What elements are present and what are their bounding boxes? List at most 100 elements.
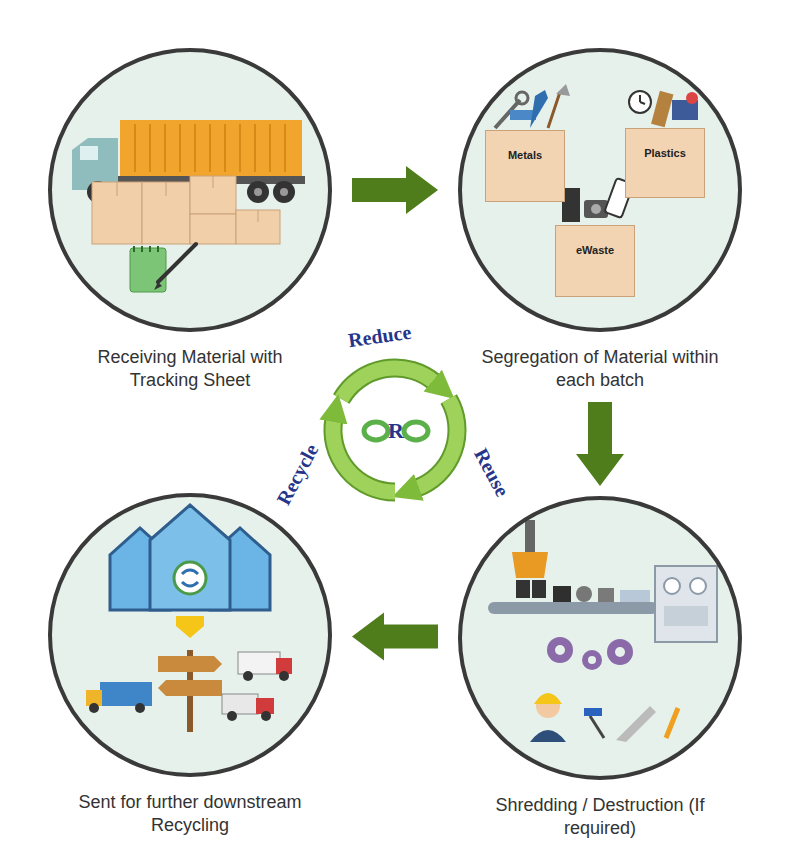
illustration-part (404, 422, 428, 440)
illustration-part (280, 188, 288, 196)
illustration-part (525, 520, 535, 554)
flow-arrow (352, 613, 438, 661)
caption-text: Receiving Material with Tracking Sheet (70, 346, 310, 392)
illustration-part (690, 578, 706, 594)
illustration-part (273, 181, 295, 203)
facility-scene (86, 505, 292, 732)
illustration-part (164, 124, 166, 172)
cycle-arrows (333, 368, 457, 492)
illustration-part (555, 645, 565, 655)
illustration-part (590, 716, 604, 738)
illustration-part (243, 671, 253, 681)
caption-text: Shredding / Destruction (If required) (480, 794, 720, 840)
illustration-part (488, 602, 658, 614)
material-bin: Metals (485, 130, 565, 202)
caption-text: Sent for further downstream Recycling (70, 791, 310, 837)
illustration-part (227, 711, 237, 721)
illustration-part (664, 578, 680, 594)
illustration-part (591, 204, 601, 214)
illustration-part (134, 246, 158, 252)
illustration-part (686, 92, 698, 104)
illustration-part (158, 680, 222, 696)
illustration-part (89, 703, 99, 713)
illustration-part (158, 656, 222, 672)
illustration-part (607, 639, 633, 665)
illustration-part (174, 562, 206, 594)
illustration-part (117, 182, 118, 196)
step-caption: Receiving Material with Tracking Sheet (70, 346, 310, 392)
illustration-part (553, 586, 571, 602)
illustration-part (190, 214, 236, 244)
illustration-part (238, 652, 280, 674)
process-circle: Shredding / Destruction (If required) (450, 496, 750, 840)
bin-label: Plastics (630, 147, 700, 159)
illustration-part (150, 505, 230, 610)
material-bin: eWaste (555, 225, 635, 297)
illustration-part (284, 124, 286, 172)
illustration-part (239, 124, 241, 172)
illustration-part (584, 708, 602, 716)
illustration-part (92, 182, 142, 244)
step-caption: Segregation of Material within each batc… (480, 346, 720, 392)
illustration-part (598, 588, 614, 602)
illustration-part (576, 586, 592, 602)
illustration-part (353, 389, 437, 473)
illustration-part (532, 580, 546, 598)
illustration-part (254, 124, 256, 172)
illustration-part (582, 650, 602, 670)
illustration-part (279, 671, 289, 681)
illustration-part (460, 498, 740, 778)
truck-scene (72, 120, 305, 292)
illustration-part (209, 124, 211, 172)
illustration-part (134, 124, 136, 172)
illustration-part (157, 246, 159, 252)
illustration-part (149, 124, 151, 172)
illustration-part (247, 181, 269, 203)
cycle-word: Recycle (272, 440, 323, 509)
cycle-word: Reduce (347, 320, 413, 352)
circle-outline (458, 496, 742, 780)
illustration-part (547, 637, 573, 663)
caption-text: Segregation of Material within each batc… (480, 346, 720, 392)
material-bin: Plastics (625, 128, 705, 198)
illustration-part (182, 570, 198, 586)
process-circle: Receiving Material with Tracking Sheet (40, 48, 340, 392)
illustration-part (236, 210, 280, 244)
illustration-part (364, 422, 388, 440)
illustration-part (548, 92, 560, 128)
shredder-scene (488, 520, 717, 742)
illustration-part (222, 694, 258, 714)
illustration-part (117, 176, 258, 222)
illustration-part (149, 246, 151, 252)
illustration-part (651, 91, 673, 127)
illustration-part (460, 50, 740, 330)
step-caption: Sent for further downstream Recycling (70, 791, 310, 837)
process-circle: Metals Plastics eWasteSegregation of Mater… (450, 48, 750, 392)
logo-letter: R (388, 418, 404, 444)
illustration-part (176, 616, 204, 638)
circle-outline (48, 493, 332, 777)
illustration-part (664, 606, 708, 626)
illustration-part (80, 146, 98, 160)
illustration-part (135, 703, 145, 713)
illustration-part (530, 90, 548, 128)
cycle-word: Reuse (470, 444, 514, 500)
illustration-part (616, 706, 656, 742)
illustration-part (133, 246, 135, 252)
illustration-part (516, 92, 528, 104)
illustration-part (615, 647, 625, 657)
illustration-part (534, 693, 562, 704)
bin-label: eWaste (560, 244, 630, 256)
process-circle: Sent for further downstream Recycling (40, 493, 340, 837)
illustration-part (120, 120, 302, 176)
illustration-part (261, 711, 271, 721)
bin-label: Metals (490, 149, 560, 161)
illustration-part (130, 248, 166, 292)
illustration-part (141, 246, 143, 252)
illustration-part (154, 282, 162, 290)
circle-outline (48, 48, 332, 332)
illustration-part (547, 637, 633, 670)
illustration-part (179, 124, 181, 172)
illustration-part (555, 645, 625, 664)
